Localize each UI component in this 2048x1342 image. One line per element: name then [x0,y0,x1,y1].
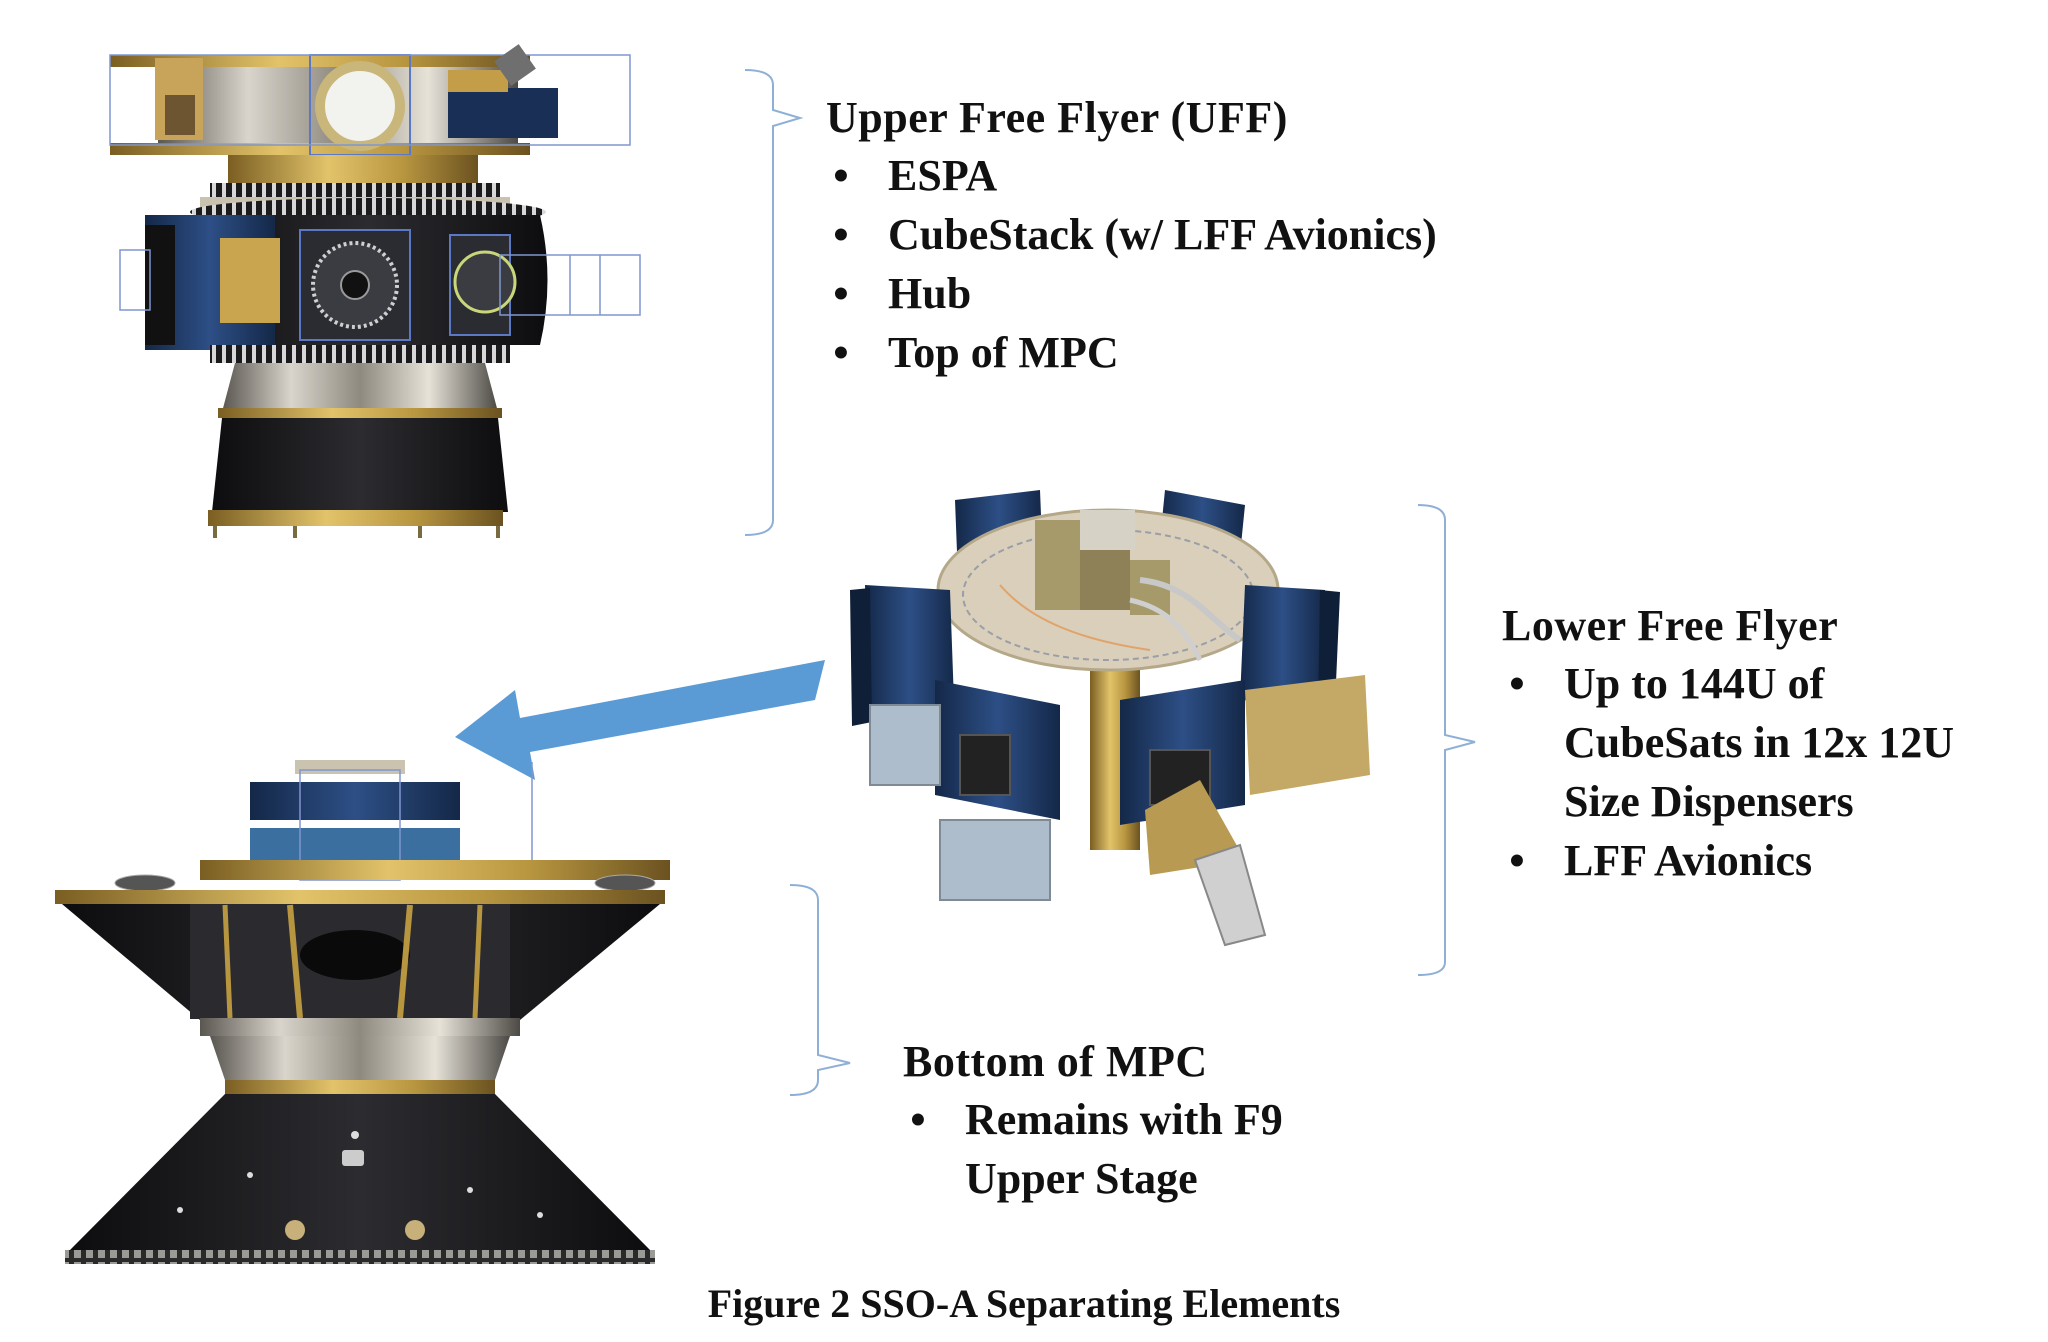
bullet-icon: • [833,328,849,377]
lower-free-flyer-render [850,490,1370,947]
bullet-icon: • [833,269,849,318]
uff-item-hub: Hub [888,269,972,318]
uff-item-espa: ESPA [888,151,998,200]
transfer-arrow [455,660,825,780]
list-item: • LFF Avionics [1502,831,1954,890]
bullet-icon: • [910,1095,926,1144]
list-item: • Up to 144U of [1502,654,1954,713]
bullet-icon: • [833,210,849,259]
list-item: • Hub [826,264,1437,323]
list-item-continuation: Size Dispensers [1502,772,1954,831]
lff-item-line: Up to 144U of [1564,659,1825,708]
lff-title: Lower Free Flyer [1502,601,1839,650]
list-item: • ESPA [826,146,1437,205]
uff-item-top-of-mpc: Top of MPC [888,328,1119,377]
bullet-icon: • [833,151,849,200]
uff-item-cubestack: CubeStack (w/ LFF Avionics) [888,210,1437,259]
mpc-bottom-render [55,760,670,1264]
lff-item-list: • Up to 144U of CubeSats in 12x 12U Size … [1502,654,1954,890]
figure-caption: Figure 2 SSO-A Separating Elements [707,1281,1341,1326]
list-item-continuation: Upper Stage [903,1149,1283,1208]
uff-bracket [744,69,804,536]
mpc-bracket [789,884,851,1096]
lff-item-line: CubeSats in 12x 12U [1564,718,1954,767]
mpc-bottom-item-list: • Remains with F9 Upper Stage [903,1090,1283,1208]
lff-item-avionics: LFF Avionics [1564,836,1813,885]
mpc-bottom-title: Bottom of MPC [903,1037,1208,1086]
mpc-item-line: Remains with F9 [965,1095,1283,1144]
bullet-icon: • [1509,836,1525,885]
uff-item-list: •ESPA •CubeStack (w/ LFF Avionics) •Hub … [826,146,1437,382]
uff-title: Upper Free Flyer (UFF) [826,93,1288,142]
list-item: • CubeStack (w/ LFF Avionics) [826,205,1437,264]
list-item: • Remains with F9 [903,1090,1283,1149]
list-item-continuation: CubeSats in 12x 12U [1502,713,1954,772]
lff-item-line: Size Dispensers [1564,777,1854,826]
bullet-icon: • [1509,659,1525,708]
lff-bracket [1417,504,1476,976]
upper-free-flyer-render [109,44,641,538]
list-item: • Top of MPC [826,323,1437,382]
mpc-item-line: Upper Stage [965,1154,1198,1203]
